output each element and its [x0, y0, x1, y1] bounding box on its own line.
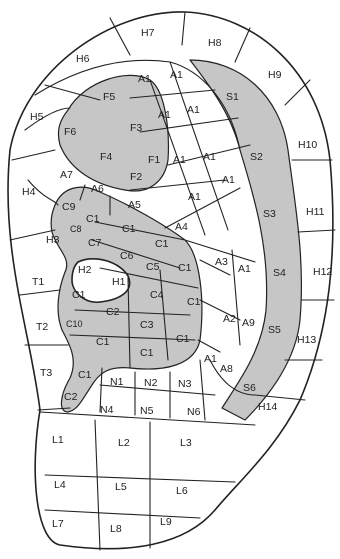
label-l1: L1: [52, 434, 64, 446]
label-a2: A2: [223, 313, 236, 325]
label-h5: H5: [30, 111, 44, 123]
label-h12: H12: [313, 266, 332, 278]
label-c1-1: C1: [86, 213, 100, 225]
label-l8: L8: [110, 523, 122, 535]
label-l6: L6: [176, 485, 188, 497]
label-n1: N1: [110, 376, 124, 388]
label-a7: A7: [60, 169, 73, 181]
label-a1-2: A1: [170, 69, 183, 81]
label-c5: C5: [146, 261, 160, 273]
label-a1-1: A1: [138, 73, 151, 85]
label-t2: T2: [36, 321, 48, 333]
label-s5: S5: [268, 324, 281, 336]
label-f6: F6: [64, 126, 76, 138]
label-c1-7: C1: [96, 336, 110, 348]
label-n6: N6: [187, 406, 201, 418]
label-c1-5: C1: [72, 289, 86, 301]
label-l5: L5: [115, 481, 127, 493]
label-c2-2: C2: [64, 391, 78, 403]
label-h9: H9: [268, 69, 282, 81]
label-a5: A5: [128, 199, 141, 211]
label-a1-9: A1: [238, 263, 251, 275]
label-c2-1: C2: [106, 306, 120, 318]
label-a1-7: A1: [188, 191, 201, 203]
label-n2: N2: [144, 377, 158, 389]
label-a1-5: A1: [173, 154, 186, 166]
label-a1-6: A1: [203, 151, 216, 163]
label-c1-10: C1: [78, 369, 92, 381]
label-c1-3: C1: [155, 238, 169, 250]
label-c8: C8: [70, 224, 82, 234]
label-h6: H6: [76, 53, 90, 65]
label-c1-6: C1: [187, 296, 201, 308]
label-s4: S4: [273, 267, 286, 279]
label-l9: L9: [160, 516, 172, 528]
label-a3: A3: [215, 256, 228, 268]
label-h7: H7: [141, 27, 155, 39]
label-h13: H13: [297, 334, 316, 346]
label-c1-9: C1: [140, 347, 154, 359]
label-n3: N3: [178, 378, 192, 390]
label-t3: T3: [40, 367, 52, 379]
label-l4: L4: [54, 479, 66, 491]
label-l2: L2: [118, 437, 130, 449]
label-c4: C4: [150, 289, 164, 301]
label-c1-2: C1: [122, 223, 136, 235]
label-h4: H4: [22, 186, 36, 198]
label-a1-3: A1: [158, 109, 171, 121]
label-c6: C6: [120, 250, 134, 262]
label-c7: C7: [88, 237, 102, 249]
label-h3: H3: [46, 234, 60, 246]
label-a4: A4: [175, 221, 188, 233]
label-h11: H11: [306, 206, 325, 218]
label-l7: L7: [52, 518, 64, 530]
label-f2: F2: [130, 171, 142, 183]
label-l3: L3: [180, 437, 192, 449]
label-f1: F1: [148, 154, 160, 166]
label-h10: H10: [298, 139, 317, 151]
label-s2: S2: [250, 151, 263, 163]
label-f4: F4: [100, 151, 112, 163]
label-a8: A8: [220, 363, 233, 375]
label-f3: F3: [130, 122, 142, 134]
label-c1-4: C1: [178, 262, 192, 274]
label-f5: F5: [103, 91, 115, 103]
label-h2: H2: [78, 264, 92, 276]
label-a1-8: A1: [222, 174, 235, 186]
label-s1: S1: [226, 91, 239, 103]
label-h1: H1: [112, 276, 126, 288]
label-n4: N4: [100, 404, 114, 416]
label-a1-10: A1: [204, 353, 217, 365]
label-h14: H14: [258, 401, 277, 413]
label-s6: S6: [243, 382, 256, 394]
label-t1: T1: [32, 276, 44, 288]
label-a9: A9: [242, 317, 255, 329]
label-h8: H8: [208, 37, 222, 49]
label-c10: C10: [66, 319, 83, 329]
label-c9: C9: [62, 201, 76, 213]
label-c1-8: C1: [176, 333, 190, 345]
label-c3: C3: [140, 319, 154, 331]
label-s3: S3: [263, 208, 276, 220]
label-n5: N5: [140, 405, 154, 417]
label-a6: A6: [91, 183, 104, 195]
label-a1-4: A1: [187, 104, 200, 116]
